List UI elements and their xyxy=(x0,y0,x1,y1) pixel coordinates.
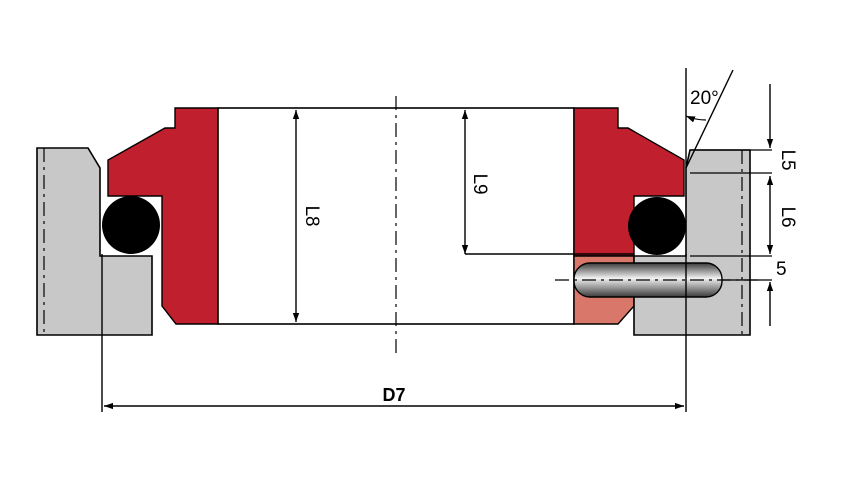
dim-l5-label: L5 xyxy=(777,149,798,170)
dim-l9-label: L9 xyxy=(469,173,490,194)
dim-five-label: 5 xyxy=(776,259,787,280)
left-housing xyxy=(36,147,153,336)
angle-arc xyxy=(685,115,707,123)
left-oring xyxy=(102,196,160,254)
left-housing-upper xyxy=(36,147,153,336)
dim-l8-label: L8 xyxy=(301,205,322,226)
right-oring xyxy=(628,197,686,255)
angle-chamfer-line xyxy=(685,69,734,169)
dim-d7-label: D7 xyxy=(382,385,405,405)
dim-l6-label: L6 xyxy=(777,206,798,227)
angle-label: 20° xyxy=(690,88,719,109)
